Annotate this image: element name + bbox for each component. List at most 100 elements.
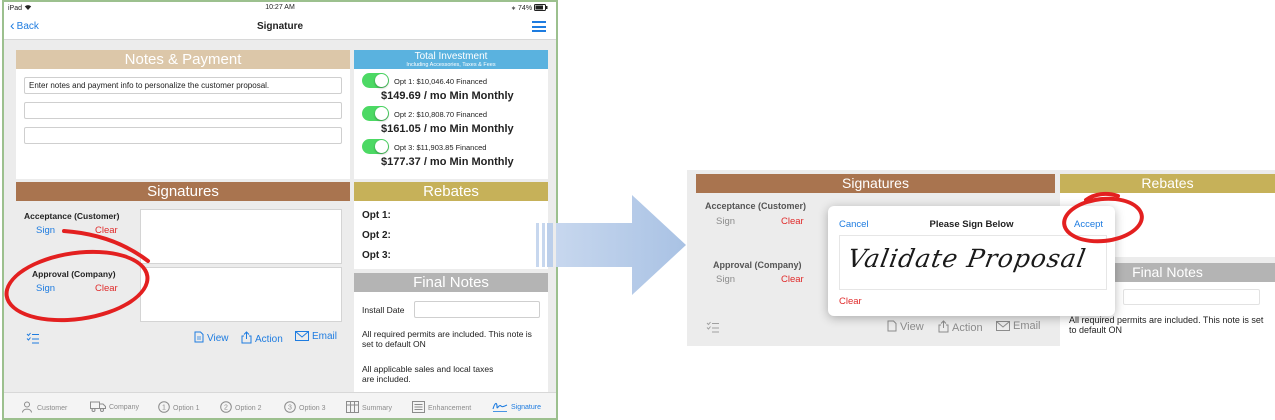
signature-pad[interactable]: Validate Proposal bbox=[839, 235, 1107, 290]
signature-content: Notes & Payment Enter notes and payment … bbox=[4, 40, 556, 392]
checklist-icon[interactable] bbox=[26, 332, 40, 344]
status-bar: iPad 10:27 AM ∗ 74% bbox=[4, 2, 556, 14]
menu-icon[interactable] bbox=[532, 21, 546, 32]
document-icon bbox=[194, 331, 204, 343]
truck-icon bbox=[90, 401, 106, 412]
chevron-left-icon: ‹ bbox=[10, 17, 15, 33]
option-3-financed: Opt 3: $11,903.85 Financed bbox=[394, 143, 487, 152]
notes-payment-panel: Enter notes and payment info to personal… bbox=[16, 69, 350, 179]
tab-summary[interactable]: Summary bbox=[346, 401, 392, 413]
total-investment-subtitle: Including Accessories, Taxes & Fees bbox=[406, 62, 496, 68]
tab-customer[interactable]: Customer bbox=[22, 401, 67, 413]
tab-enhancement-label: Enhancement bbox=[428, 405, 472, 412]
acceptance-signature-box[interactable] bbox=[140, 209, 342, 264]
install-date-field[interactable] bbox=[414, 301, 540, 318]
tab-customer-label: Customer bbox=[37, 405, 68, 412]
tab-company[interactable]: Company bbox=[90, 401, 139, 412]
customer-icon bbox=[22, 401, 32, 413]
page-title: Signature bbox=[256, 21, 304, 32]
action-label: Action bbox=[255, 334, 283, 345]
approval-label: Approval (Company) bbox=[32, 269, 116, 279]
zoom-approval-label: Approval (Company) bbox=[713, 260, 802, 270]
option-1-toggle[interactable] bbox=[362, 73, 389, 88]
option-3-monthly: $177.37 / mo Min Monthly bbox=[381, 156, 514, 168]
zoom-view-label: View bbox=[900, 321, 924, 333]
bluetooth-icon: ∗ bbox=[511, 6, 517, 12]
approval-sign-button[interactable]: Sign bbox=[36, 283, 56, 294]
annotation-tail bbox=[1084, 191, 1120, 202]
wifi-icon bbox=[24, 5, 32, 10]
email-button[interactable]: Email bbox=[295, 331, 337, 342]
tab-option-3-label: Option 3 bbox=[299, 405, 326, 412]
tab-summary-label: Summary bbox=[362, 405, 392, 412]
zoom-email-label: Email bbox=[1013, 320, 1041, 332]
tab-option-2[interactable]: 2 Option 2 bbox=[220, 401, 261, 413]
modal-cancel-button[interactable]: Cancel bbox=[839, 219, 869, 230]
final-note-2: All applicable sales and local taxes are… bbox=[362, 364, 494, 384]
handwritten-signature: Validate Proposal bbox=[845, 244, 1089, 273]
approval-signature-box[interactable] bbox=[140, 267, 342, 322]
summary-icon bbox=[346, 401, 359, 413]
arrow-right-icon bbox=[536, 195, 686, 295]
zoom-acceptance-label: Acceptance (Customer) bbox=[705, 201, 807, 211]
total-investment-header: Total Investment Including Accessories, … bbox=[354, 50, 548, 69]
annotation-stroke bbox=[62, 229, 150, 263]
final-notes-header: Final Notes bbox=[354, 273, 548, 292]
acceptance-clear-button[interactable]: Clear bbox=[95, 225, 118, 236]
rebate-option-3: Opt 3: bbox=[362, 250, 391, 261]
acceptance-label: Acceptance (Customer) bbox=[24, 211, 120, 221]
zoom-email-button: Email bbox=[996, 320, 1041, 332]
tab-option-1-label: Option 1 bbox=[173, 405, 200, 412]
option-2-monthly: $161.05 / mo Min Monthly bbox=[381, 123, 514, 135]
number-3-icon: 3 bbox=[284, 401, 296, 413]
tab-option-2-label: Option 2 bbox=[235, 405, 262, 412]
zoom-document-icon bbox=[887, 320, 897, 332]
share-icon bbox=[241, 331, 252, 344]
modal-title: Please Sign Below bbox=[929, 219, 1014, 230]
total-investment-title: Total Investment bbox=[414, 51, 488, 62]
status-time: 10:27 AM bbox=[265, 4, 295, 11]
enhancement-icon bbox=[412, 401, 425, 413]
option-2-toggle[interactable] bbox=[362, 106, 389, 121]
svg-text:2: 2 bbox=[224, 405, 228, 412]
zoom-action-button: Action bbox=[938, 320, 983, 334]
zoom-share-icon bbox=[938, 320, 949, 333]
zoom-approval-clear: Clear bbox=[781, 274, 804, 285]
notes-field-1[interactable]: Enter notes and payment info to personal… bbox=[24, 77, 342, 94]
view-button[interactable]: View bbox=[194, 331, 229, 344]
tablet-screenshot: iPad 10:27 AM ∗ 74% ‹Back Signature Note… bbox=[2, 0, 558, 420]
notes-field-2[interactable] bbox=[24, 102, 342, 119]
battery-percent: 74% bbox=[518, 5, 533, 12]
tab-enhancement[interactable]: Enhancement bbox=[412, 401, 471, 413]
final-notes-panel: Install Date All required permits are in… bbox=[354, 292, 548, 392]
notes-field-3[interactable] bbox=[24, 127, 342, 144]
approval-clear-button[interactable]: Clear bbox=[95, 283, 118, 294]
signature-icon bbox=[492, 402, 508, 412]
signatures-header: Signatures bbox=[16, 182, 350, 201]
tab-signature-label: Signature bbox=[511, 404, 541, 411]
back-button[interactable]: ‹Back bbox=[10, 17, 39, 33]
zoom-checklist-icon bbox=[706, 321, 719, 333]
zoomed-signature-screenshot: Signatures Rebates Acceptance (Customer)… bbox=[687, 170, 1275, 346]
final-note-1: All required permits are included. This … bbox=[362, 329, 532, 349]
zoom-rebates-header: Rebates bbox=[1060, 174, 1275, 193]
zoom-envelope-icon bbox=[996, 321, 1010, 331]
email-label: Email bbox=[312, 331, 338, 342]
zoom-acceptance-clear: Clear bbox=[781, 216, 804, 227]
rebates-panel: Opt 1: Opt 2: Opt 3: bbox=[354, 201, 548, 269]
acceptance-sign-button[interactable]: Sign bbox=[36, 225, 56, 236]
tab-signature[interactable]: Signature bbox=[492, 401, 541, 412]
modal-accept-button[interactable]: Accept bbox=[1074, 219, 1104, 230]
modal-clear-button[interactable]: Clear bbox=[839, 296, 862, 307]
zoom-install-date-field bbox=[1123, 289, 1260, 305]
battery-indicator: ∗ 74% bbox=[511, 4, 548, 12]
zoom-approval-sign: Sign bbox=[716, 274, 736, 285]
action-button[interactable]: Action bbox=[241, 331, 283, 345]
zoom-acceptance-sign: Sign bbox=[716, 216, 736, 227]
option-1-monthly: $149.69 / mo Min Monthly bbox=[381, 90, 514, 102]
option-3-toggle[interactable] bbox=[362, 139, 389, 154]
